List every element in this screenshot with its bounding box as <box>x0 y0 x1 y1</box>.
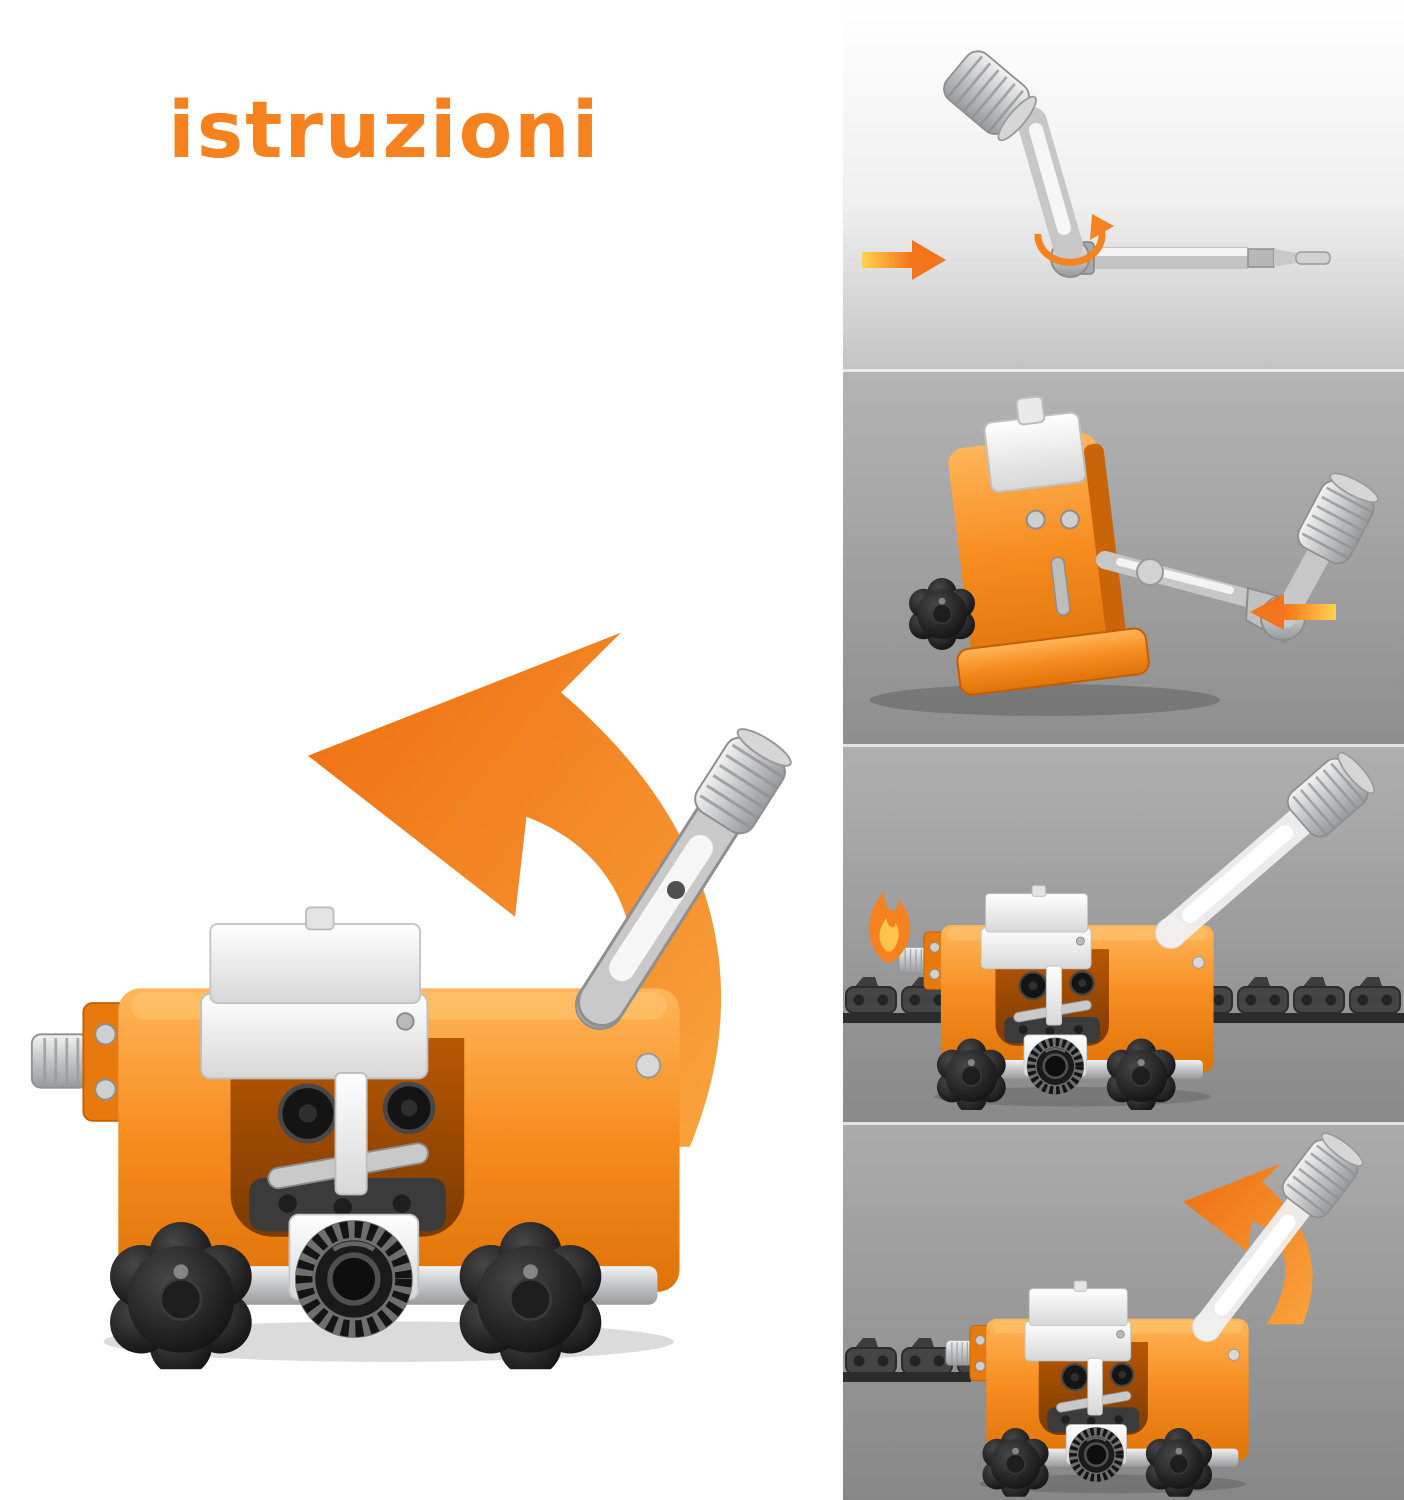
step-3-panel <box>843 745 1404 1125</box>
step-1-crank-handle-illustration <box>936 44 1331 278</box>
main-crank-handle <box>575 720 799 1030</box>
step-4-faded-crank-handle <box>1192 1126 1370 1342</box>
step-1-panel <box>843 0 1404 372</box>
step-2-sharpener-jig-illustration <box>948 395 1150 696</box>
panel-divider <box>843 744 1404 748</box>
step-3-faded-crank-handle <box>1155 745 1382 949</box>
step-2-insert-left-arrow-icon <box>1250 594 1336 630</box>
step-2-shadow <box>870 684 1220 716</box>
panel-divider <box>843 1122 1404 1126</box>
step-2-panel <box>843 372 1404 747</box>
step-1-rotation-swirl-icon <box>1034 214 1114 266</box>
step-1-push-right-arrow-icon <box>862 240 946 280</box>
page-title: istruzioni <box>168 86 601 176</box>
step-4-panel <box>843 1125 1404 1500</box>
panel-divider <box>843 369 1404 373</box>
